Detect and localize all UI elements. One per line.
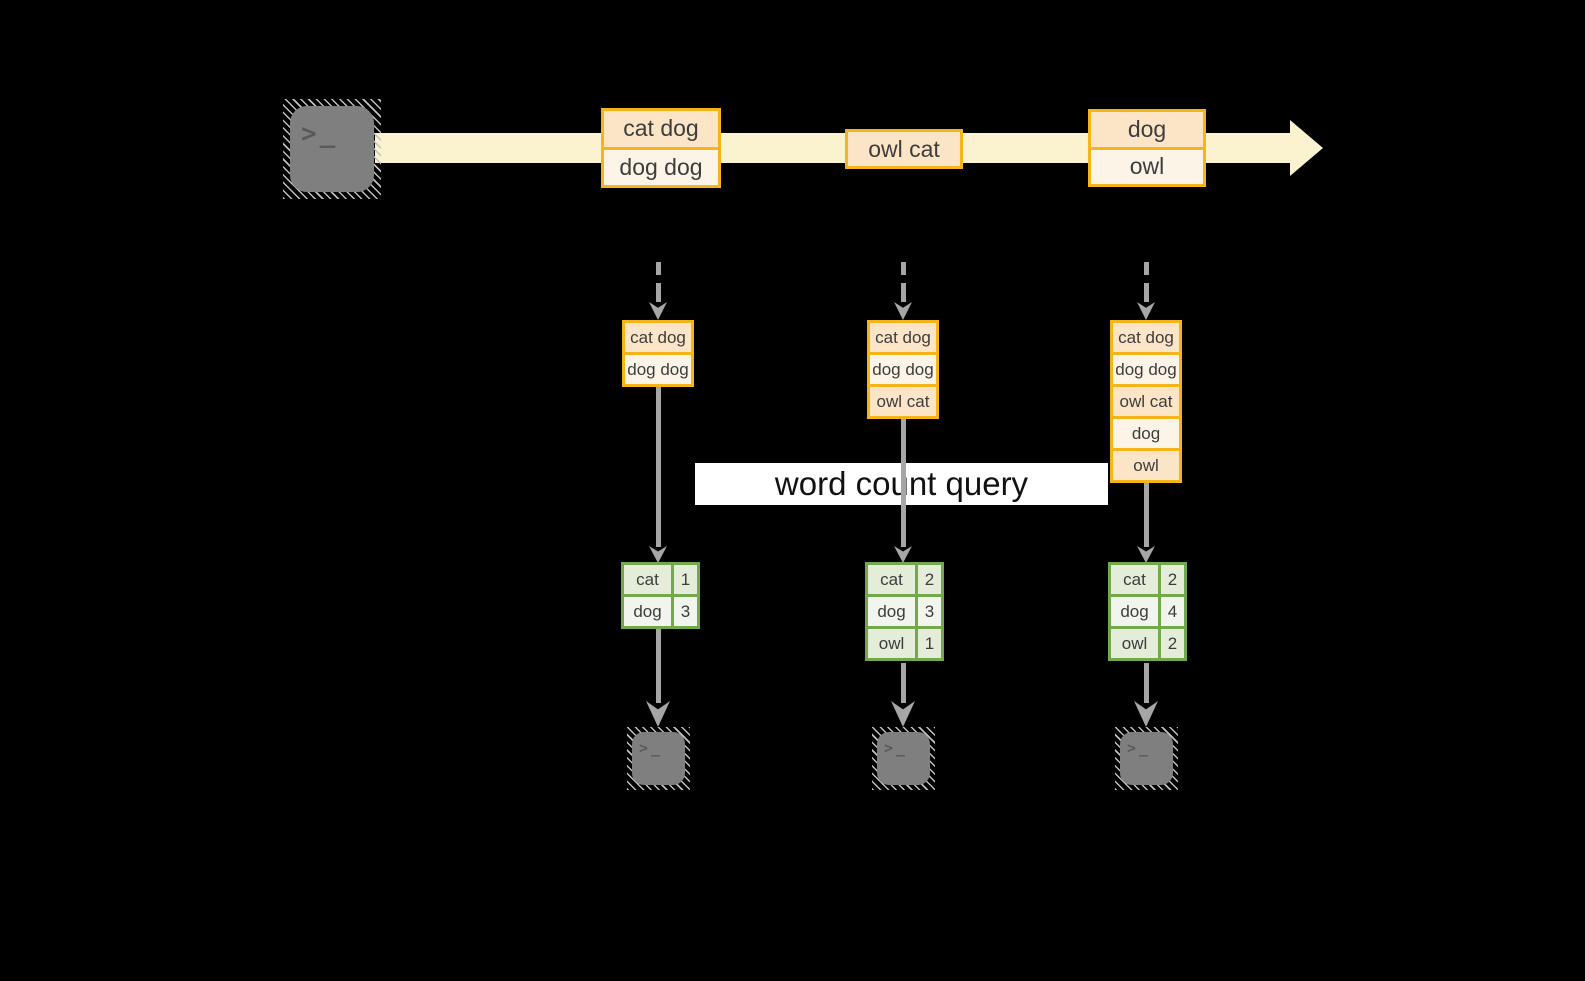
- arrow-line: [655, 387, 661, 547]
- table-cell-word: dog: [868, 597, 915, 626]
- stack-row: dog: [1113, 416, 1179, 448]
- sink-terminal-icon-2: >_: [872, 727, 935, 790]
- stack-row: cat dog: [870, 323, 936, 352]
- arrowhead-icon: [1137, 546, 1155, 563]
- arrow-line: [655, 629, 661, 703]
- stream-batch-1: cat dog dog dog: [601, 108, 721, 188]
- arrowhead-icon: [649, 546, 667, 563]
- table-cell-word: dog: [624, 597, 671, 626]
- table-cell-count: 2: [1161, 629, 1184, 658]
- table-cell-count: 1: [918, 629, 941, 658]
- stream-record: dog: [1091, 112, 1203, 147]
- arrowhead-icon: [1134, 701, 1158, 727]
- record-stack-3: cat dog dog dog owl cat dog owl: [1110, 320, 1182, 483]
- arrowhead-icon: [894, 546, 912, 563]
- table-cell-count: 2: [918, 565, 941, 594]
- stream-record: owl: [1091, 146, 1203, 184]
- table-cell-word: owl: [868, 629, 915, 658]
- stack-row: dog dog: [1113, 352, 1179, 384]
- count-table-1: cat 1 dog 3: [621, 562, 700, 629]
- table-cell-count: 2: [1161, 565, 1184, 594]
- table-cell-word: dog: [1111, 597, 1158, 626]
- arrow-line: [1143, 663, 1149, 703]
- stack-row: dog dog: [625, 352, 691, 384]
- terminal-screen: >_: [877, 732, 930, 785]
- source-terminal-icon: >_: [283, 99, 381, 199]
- terminal-prompt-icon: >_: [884, 739, 909, 757]
- table-cell-count: 1: [674, 565, 697, 594]
- record-stack-2: cat dog dog dog owl cat: [867, 320, 939, 419]
- stream-record: dog dog: [604, 146, 718, 185]
- terminal-screen: >_: [290, 106, 374, 192]
- dashed-arrow-icon: [649, 262, 667, 320]
- terminal-screen: >_: [1120, 732, 1173, 785]
- table-cell-count: 4: [1161, 597, 1184, 626]
- table-cell-count: 3: [918, 597, 941, 626]
- stream-batch-2: owl cat: [845, 129, 963, 169]
- stack-row: owl cat: [1113, 384, 1179, 416]
- stack-row: cat dog: [1113, 323, 1179, 352]
- table-cell-word: cat: [1111, 565, 1158, 594]
- sink-terminal-icon-3: >_: [1115, 727, 1178, 790]
- stream-record: owl cat: [848, 132, 960, 166]
- stream-record: cat dog: [604, 111, 718, 147]
- arrowhead-icon: [891, 701, 915, 727]
- stream-arrowhead-icon: [1290, 120, 1323, 176]
- arrow-line: [900, 663, 906, 703]
- count-table-3: cat 2 dog 4 owl 2: [1108, 562, 1187, 661]
- stack-row: owl cat: [870, 384, 936, 416]
- table-cell-word: owl: [1111, 629, 1158, 658]
- terminal-prompt-icon: >_: [639, 739, 664, 757]
- count-table-2: cat 2 dog 3 owl 1: [865, 562, 944, 661]
- arrowhead-icon: [646, 701, 670, 727]
- dashed-arrow-icon: [1137, 262, 1155, 320]
- table-cell-word: cat: [624, 565, 671, 594]
- terminal-prompt-icon: >_: [301, 119, 339, 149]
- table-cell-count: 3: [674, 597, 697, 626]
- arrow-line: [900, 419, 906, 547]
- sink-terminal-icon-1: >_: [627, 727, 690, 790]
- terminal-screen: >_: [632, 732, 685, 785]
- arrow-line: [1143, 483, 1149, 547]
- table-cell-word: cat: [868, 565, 915, 594]
- record-stack-1: cat dog dog dog: [622, 320, 694, 387]
- stack-row: owl: [1113, 448, 1179, 480]
- stream-batch-3: dog owl: [1088, 109, 1206, 187]
- dashed-arrow-icon: [894, 262, 912, 320]
- stack-row: cat dog: [625, 323, 691, 352]
- stack-row: dog dog: [870, 352, 936, 384]
- terminal-prompt-icon: >_: [1127, 739, 1152, 757]
